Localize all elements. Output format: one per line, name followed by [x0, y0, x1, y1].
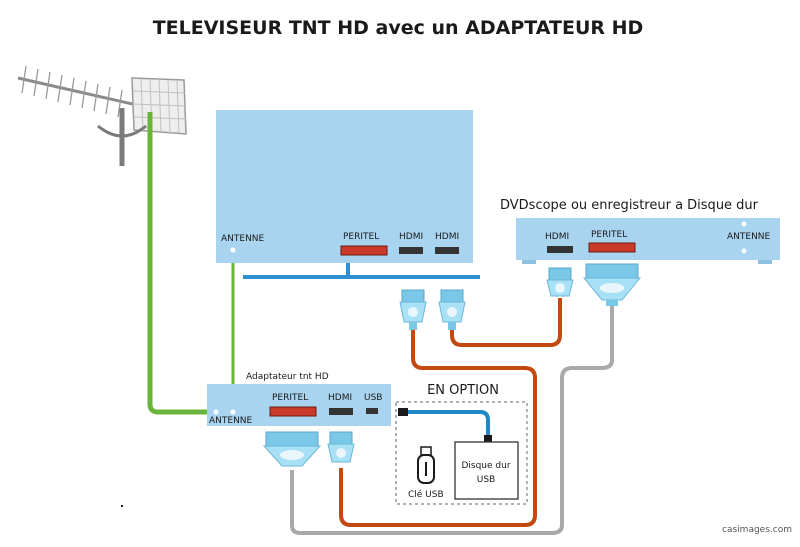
recorder-peritel-label: PERITEL: [591, 230, 627, 240]
tv-hdmi2-label: HDMI: [435, 232, 459, 242]
hdd-connector-icon: [484, 435, 492, 442]
adapter-antenna-port-1[interactable]: [213, 409, 219, 415]
hdmi-tv-to-recorder-cable: [450, 298, 562, 347]
recorder-peritel-port[interactable]: [588, 242, 636, 253]
adapter-usb-label: USB: [364, 393, 382, 403]
tv-usb-bus-cable: [243, 263, 480, 279]
adapter-hdmi-label: HDMI: [328, 393, 352, 403]
scart-plug-adapter: [262, 431, 322, 467]
adapter-antenna-label: ANTENNE: [209, 416, 253, 426]
adapter-panel: [207, 384, 391, 426]
hdd-label-line2: USB: [477, 475, 495, 485]
tv-hdmi1-label: HDMI: [399, 232, 423, 242]
usb-adapter-to-hdd-cable: [403, 410, 490, 438]
adapter-antenna-port-2[interactable]: [230, 409, 236, 415]
option-title: EN OPTION: [427, 383, 499, 398]
hdmi-plug-adapter: [327, 431, 355, 463]
diagram-title: TELEVISEUR TNT HD avec un ADAPTATEUR HD: [153, 17, 644, 39]
adapter-usb-port[interactable]: [366, 408, 378, 414]
tv-panel: [216, 110, 473, 263]
hdmi-tv-to-adapter-cable: [339, 330, 537, 527]
recorder-title: DVDscope ou enregistreur a Disque dur: [500, 198, 759, 213]
scart-recorder-to-adapter-cable: [290, 305, 614, 535]
recorder-antenna-label: ANTENNE: [727, 232, 771, 242]
stray-dot: [121, 505, 123, 507]
tv-hdmi2-port[interactable]: [435, 247, 459, 254]
hdd-box: [454, 441, 519, 500]
usb-key-label: Clé USB: [408, 489, 444, 500]
tv-antenna-port[interactable]: [230, 247, 236, 253]
tv-peritel-label: PERITEL: [343, 232, 379, 242]
tv-peritel-port[interactable]: [340, 245, 388, 256]
antenna-to-adapter-cable: [147, 112, 216, 415]
recorder-hdmi-port[interactable]: [547, 246, 573, 253]
hdmi-plug-tv-2: [438, 289, 466, 330]
usb-key-icon: [417, 446, 435, 484]
adapter-peritel-label: PERITEL: [272, 393, 308, 403]
tv-antenna-label: ANTENNE: [221, 234, 265, 244]
scart-plug-recorder: [582, 263, 642, 306]
hdmi-plug-recorder: [546, 267, 574, 297]
roof-antenna-icon: [17, 65, 187, 166]
watermark: casimages.com: [722, 525, 792, 535]
hdd-label-line1: Disque dur: [461, 461, 510, 471]
adapter-peritel-port[interactable]: [269, 406, 317, 417]
recorder-antenna-port-top[interactable]: [741, 221, 747, 227]
recorder-antenna-port-bottom[interactable]: [741, 248, 747, 254]
option-box: [395, 401, 528, 505]
tv-hdmi1-port[interactable]: [399, 247, 423, 254]
adapter-title: Adaptateur tnt HD: [246, 372, 329, 382]
usb-plug-icon: [398, 408, 408, 416]
adapter-hdmi-port[interactable]: [329, 408, 353, 415]
hdmi-plug-tv-1: [399, 289, 427, 330]
recorder-hdmi-label: HDMI: [545, 232, 569, 242]
